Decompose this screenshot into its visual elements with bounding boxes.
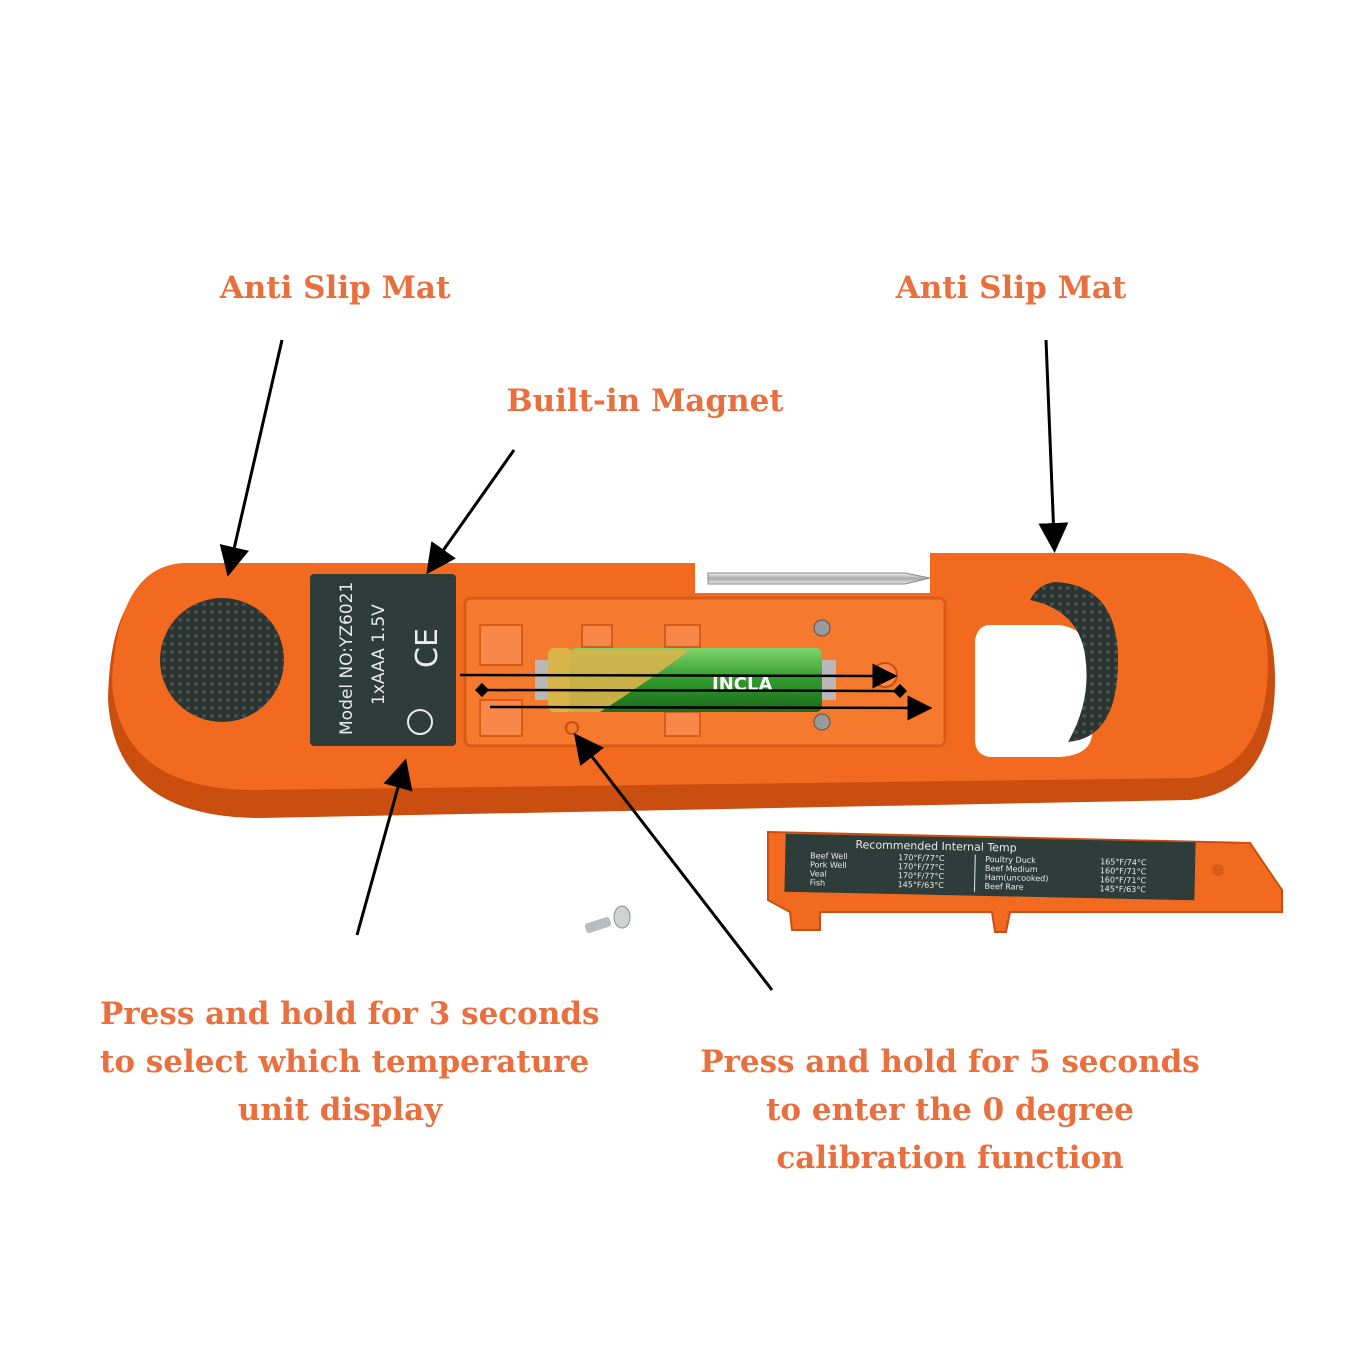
cover-right-item: Ham(uncooked): [985, 873, 1049, 883]
indicator-diamond-left: [474, 682, 490, 698]
button-hole: [565, 721, 579, 735]
callout-calib-line-1: Press and hold for 5 seconds: [700, 1044, 1200, 1080]
cover-plate-dark: [784, 833, 1196, 901]
indicator-line-3: [489, 695, 933, 721]
model-label-plate: [310, 574, 456, 746]
cover-right-item: Beef Rare: [984, 882, 1023, 892]
callout-built-in-magnet: Built-in Magnet: [506, 383, 784, 419]
cover-right-item: Poultry Duck: [985, 855, 1036, 865]
callout-calibration-button: Press and hold for 5 seconds to enter th…: [700, 1038, 1200, 1182]
hang-hole: [975, 625, 1092, 757]
indicator-line-2: [481, 688, 901, 693]
cover-left-item: Fish: [810, 878, 826, 887]
probe-shaft: [707, 572, 931, 585]
screw-icon: [813, 713, 831, 731]
arrow-left-mat: [219, 339, 284, 577]
cover-right-temp: 165°F/74°C: [1100, 857, 1147, 867]
screw-icon: [813, 619, 831, 637]
compartment-rib: [664, 624, 701, 648]
compartment-rib: [581, 624, 613, 648]
cover-left-item: Veal: [810, 869, 827, 878]
callout-unit-button: Press and hold for 3 seconds to select w…: [100, 990, 600, 1134]
ce-mark: CE: [410, 628, 445, 668]
indicator-diamond-right: [892, 683, 908, 699]
cover-right-temp: 160°F/71°C: [1100, 875, 1147, 885]
battery-spec-text: 1xAAA 1.5V: [369, 604, 389, 705]
arrow-unit-button: [355, 758, 413, 936]
cover-left-temp: 145°F/63°C: [898, 880, 945, 890]
arrow-right-mat: [1038, 339, 1069, 553]
callout-calib-line-2: to enter the 0 degree: [766, 1092, 1134, 1128]
rohs-mark-icon: [407, 709, 433, 735]
callout-right-anti-slip-mat: Anti Slip Mat: [895, 270, 1127, 306]
cover-plate-title: Recommended Internal Temp: [855, 838, 1017, 854]
callout-unit-line-2: to select which temperature: [100, 1044, 590, 1080]
cover-left-temp: 170°F/77°C: [898, 862, 945, 872]
cover-left-item: Beef Well: [810, 851, 848, 861]
compartment-rib: [479, 624, 523, 666]
callout-calib-line-3: calibration function: [776, 1140, 1124, 1176]
compartment-rib: [664, 711, 701, 737]
loose-screw: [584, 905, 631, 933]
cover-hole: [1212, 864, 1224, 876]
cover-right-temp: 145°F/63°C: [1099, 884, 1146, 894]
indicator-line-1: [459, 663, 898, 689]
left-anti-slip-mat: [160, 598, 284, 722]
cover-right-column: Poultry Duck 165°F/74°C Beef Medium 160°F/7…: [984, 855, 1146, 894]
battery-gold-band: [570, 650, 690, 712]
cover-right-temp: 160°F/71°C: [1100, 866, 1147, 876]
cover-right-item: Beef Medium: [985, 864, 1038, 874]
arrow-calibration-button: [573, 733, 774, 991]
callout-unit-line-1: Press and hold for 3 seconds: [100, 996, 600, 1032]
cover-left-column: Beef Well 170°F/77°C Pork Well 170°F/77°C Ve…: [810, 851, 945, 890]
cover-left-temp: 170°F/77°C: [898, 871, 945, 881]
cover-left-temp: 170°F/77°C: [898, 853, 945, 863]
arrow-magnet: [426, 449, 516, 575]
battery-terminal: [822, 660, 836, 700]
battery-gold-cap: [548, 648, 572, 712]
cover-left-item: Pork Well: [810, 860, 847, 870]
callout-left-anti-slip-mat: Anti Slip Mat: [219, 270, 451, 306]
compartment-rib: [479, 699, 523, 737]
model-number-text: Model NO:YZ6021: [337, 582, 357, 735]
cover-divider: [973, 854, 976, 892]
callout-unit-line-3: unit display: [237, 1092, 443, 1128]
right-anti-slip-mat: [1030, 582, 1118, 742]
